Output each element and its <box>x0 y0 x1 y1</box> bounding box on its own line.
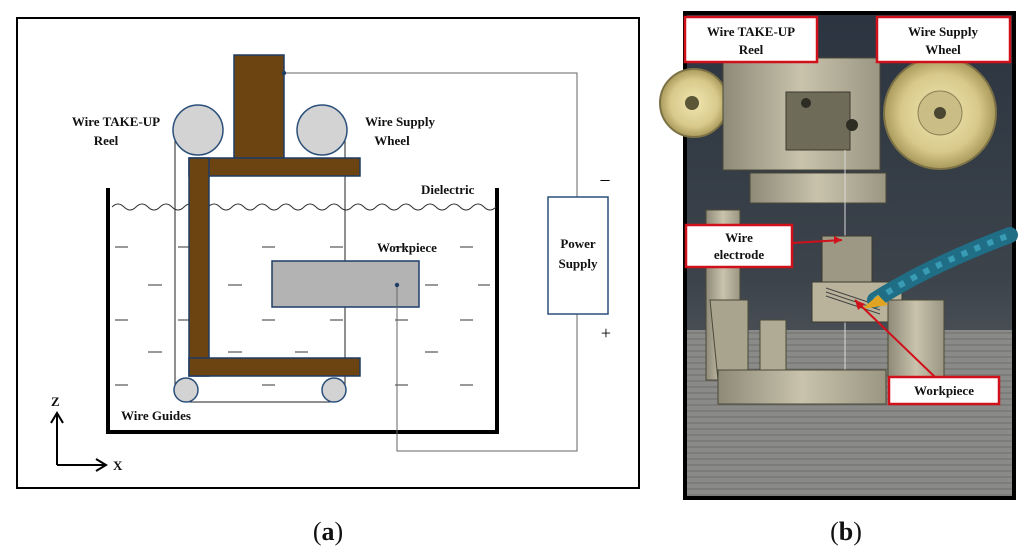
electrode-pointer-head <box>834 236 842 244</box>
electrode-pointer <box>791 239 843 244</box>
power-supply-label-2: Supply <box>558 256 598 271</box>
panel-a-frame <box>16 17 640 489</box>
take-up-reel <box>172 104 224 156</box>
minus-terminal: − <box>599 170 610 192</box>
photo-workpiece-box <box>887 375 1001 406</box>
photo-workpiece-label: Workpiece <box>914 383 974 398</box>
axes <box>50 411 108 472</box>
machine-photo <box>659 15 1018 496</box>
supply-label-1: Wire Supply <box>365 114 435 129</box>
wire-guides-label: Wire Guides <box>121 408 191 423</box>
wire-guide-right <box>321 377 347 403</box>
dielectric-label: Dielectric <box>421 182 475 197</box>
photo-electrode-label-1: Wire <box>725 230 753 245</box>
photo-electrode-box <box>684 223 794 269</box>
caption-a: (a) <box>313 517 343 546</box>
frame-terminal <box>281 70 287 76</box>
photo-supply-label-1: Wire Supply <box>908 24 978 39</box>
workpiece-terminal <box>394 282 400 288</box>
photo-supply-label-2: Wheel <box>925 42 961 57</box>
panel-b: Wire TAKE-UP Reel Wire Supply Wheel Wire… <box>659 11 1018 546</box>
photo-supply-box <box>875 15 1012 64</box>
caption-b: (b) <box>830 517 862 546</box>
photo-take-up-label-1: Wire TAKE-UP <box>707 24 795 39</box>
take-up-label-2: Reel <box>94 133 119 148</box>
plus-terminal: + <box>601 323 611 343</box>
axis-z-label: Z <box>51 394 60 409</box>
photo-take-up-label-2: Reel <box>739 42 764 57</box>
supply-wheel <box>296 104 348 156</box>
workpiece-label: Workpiece <box>377 240 437 255</box>
workpiece-pointer-head <box>855 300 865 310</box>
supply-label-2: Wheel <box>374 133 410 148</box>
tank <box>106 188 499 434</box>
photo-take-up-box <box>683 15 819 64</box>
panel-a: Power Supply − + Wire TAKE-UP Reel Wire … <box>16 17 640 546</box>
wire-guide-left <box>173 377 199 403</box>
photo-electrode-label-2: electrode <box>714 247 765 262</box>
axis-x-label: X <box>113 458 123 473</box>
take-up-label-1: Wire TAKE-UP <box>72 114 160 129</box>
circuit-wires <box>284 72 578 452</box>
workpiece <box>271 260 420 308</box>
wire-frame <box>188 54 361 377</box>
power-supply-box <box>547 196 609 315</box>
workpiece-pointer <box>854 299 936 378</box>
power-supply-label-1: Power <box>560 236 596 251</box>
